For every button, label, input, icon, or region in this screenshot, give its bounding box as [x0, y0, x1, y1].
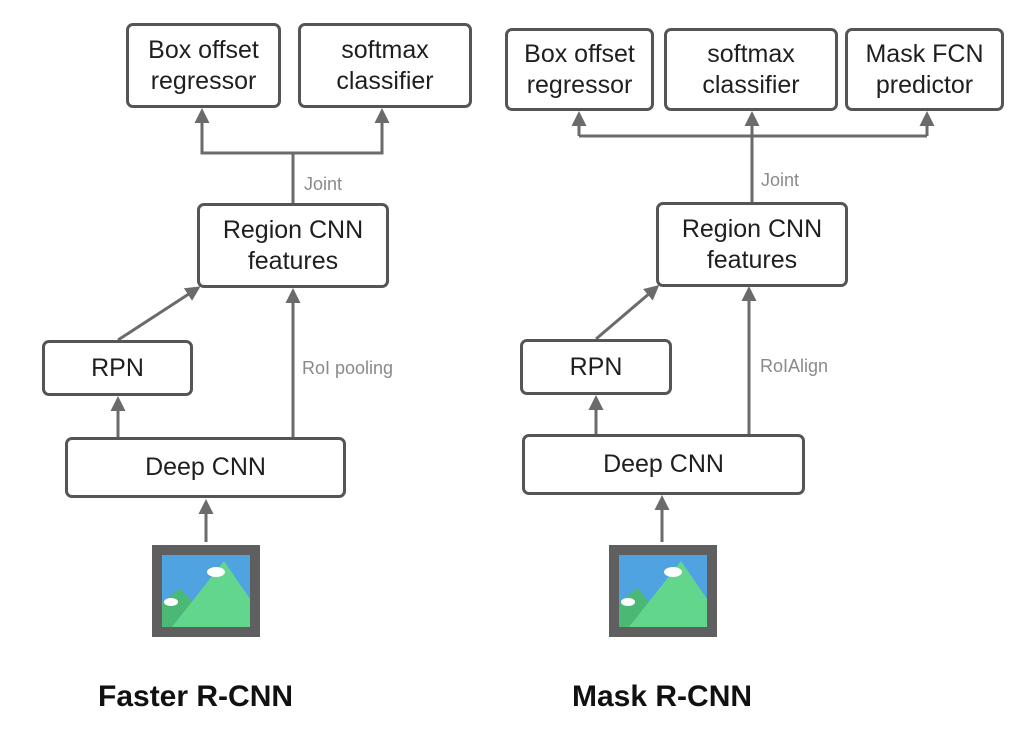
mask-fcn-predictor: Mask FCN predictor	[845, 28, 1004, 111]
faster-rpn: RPN	[42, 340, 193, 396]
mask-deep-cnn: Deep CNN	[522, 434, 805, 495]
mask-landscape-image-icon	[609, 545, 717, 637]
faster-region-cnn-features: Region CNN features	[197, 203, 389, 288]
faster-rcnn-title: Faster R-CNN	[98, 680, 294, 713]
joint-connector	[194, 108, 295, 203]
faster-deep-cnn: Deep CNN	[65, 437, 346, 498]
faster-roi-pooling-label: RoI pooling	[302, 358, 394, 378]
mask-joint-label: Joint	[761, 170, 800, 190]
mask-region-cnn-features: Region CNN features	[656, 202, 848, 287]
mask-arrow-rpn-to-region	[595, 285, 660, 341]
mask-rcnn-title: Mask R-CNN	[572, 680, 753, 713]
faster-softmax-classifier: softmax classifier	[298, 23, 472, 108]
joint-connector-right	[293, 108, 390, 155]
landscape-image-icon	[152, 545, 260, 637]
mask-softmax-classifier: softmax classifier	[664, 28, 838, 111]
arrow-rpn-to-region	[117, 286, 201, 342]
mask-box-offset-regressor: Box offset regressor	[505, 28, 654, 111]
faster-joint-label: Joint	[304, 174, 343, 194]
mask-rpn: RPN	[520, 339, 672, 395]
faster-box-offset-regressor: Box offset regressor	[126, 23, 281, 108]
mask-roialign-label: RoIAlign	[760, 356, 829, 376]
